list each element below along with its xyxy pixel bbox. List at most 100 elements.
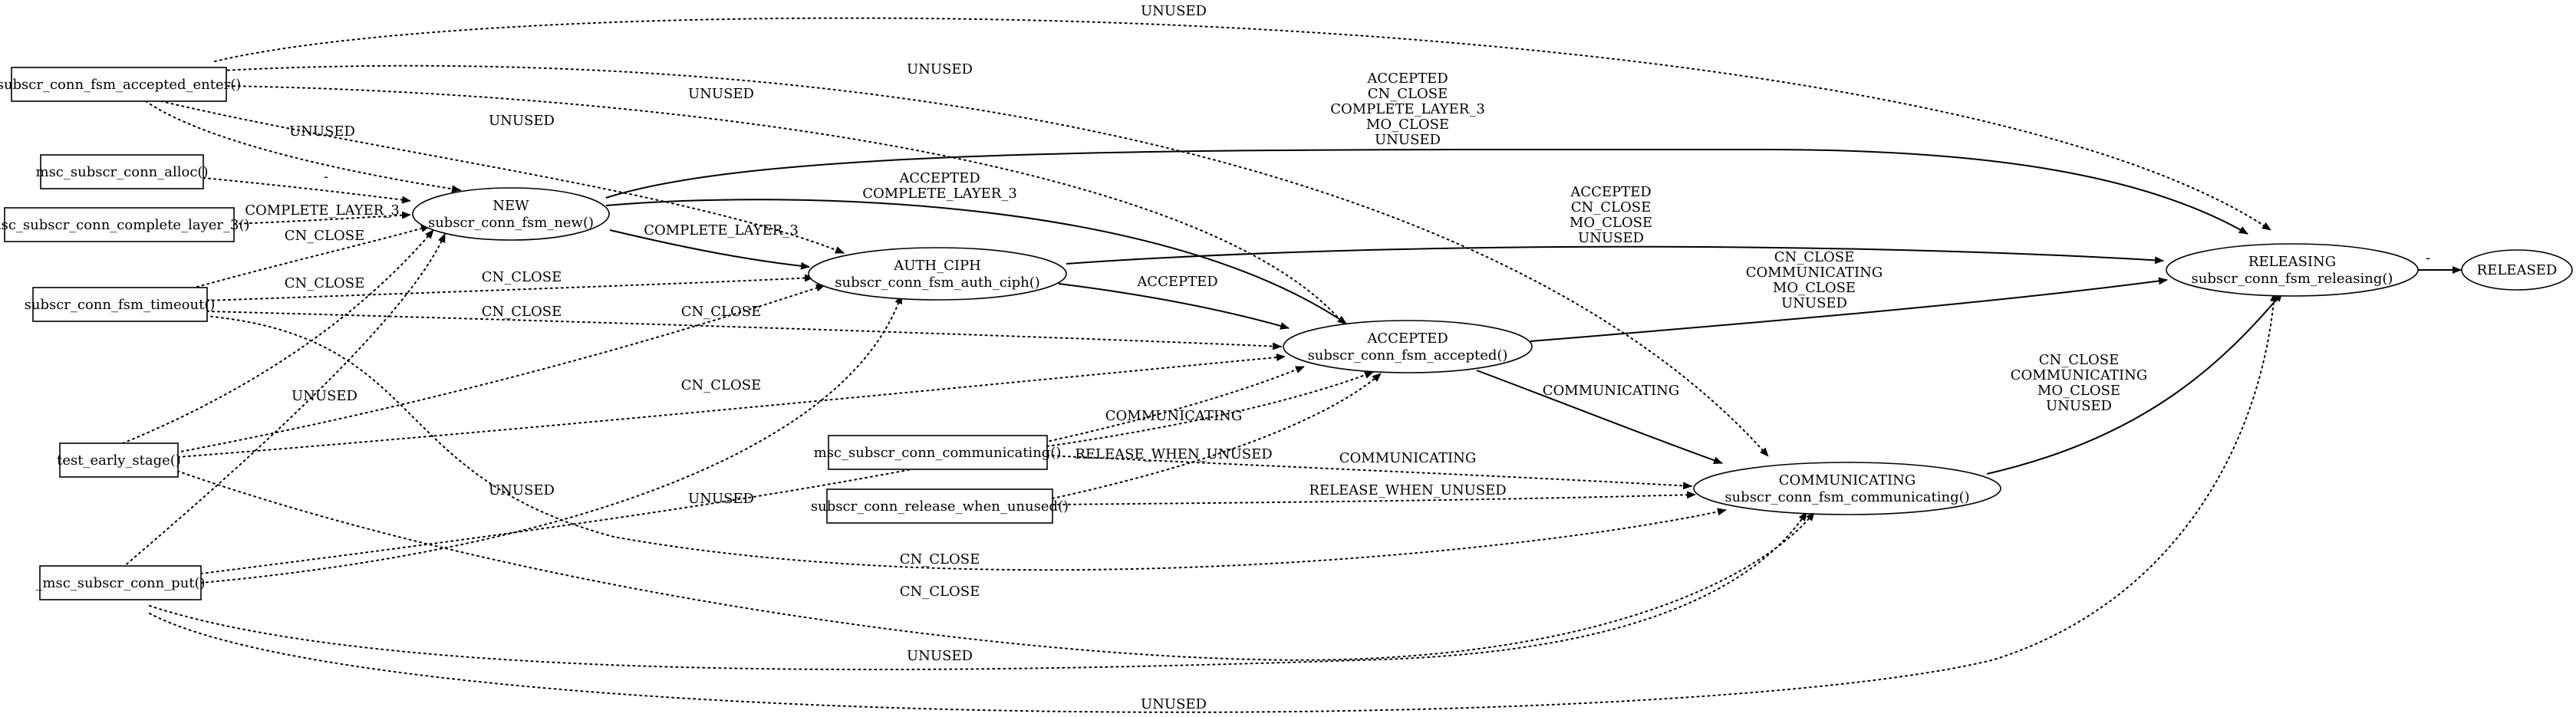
edge-label-releasing-released: -: [2426, 250, 2430, 266]
node-conn-put-box: [39, 565, 202, 600]
edge-label-accepted-releasing-2: MO_CLOSE: [1773, 280, 1856, 296]
edge-enter-auth: [160, 100, 845, 254]
edge-label-auth-releasing-0: ACCEPTED: [1570, 184, 1651, 200]
edge-accepted-releasing: [1530, 277, 2168, 342]
edge-enter-accepted: [222, 85, 1355, 338]
edge-put-accepted: [200, 366, 1305, 574]
node-conn-put-label: _msc_subscr_conn_put(): [35, 575, 205, 591]
edge-label-auth-releasing-3: UNUSED: [1578, 230, 1644, 246]
edge-label-enter-accepted: UNUSED: [688, 86, 754, 102]
state-auth-ciph-name: AUTH_CIPH: [893, 258, 981, 274]
state-releasing-name: RELEASING: [2248, 254, 2336, 270]
edge-timeout-communicating: [205, 315, 1727, 571]
node-timeout-label: subscr_conn_fsm_timeout(): [25, 297, 216, 313]
edge-release-fn-accepted: [1052, 373, 1382, 499]
edge-early-communicating: [172, 469, 1815, 661]
edge-new-auth: [609, 229, 810, 270]
state-auth-ciph-fn: subscr_conn_fsm_auth_ciph(): [835, 275, 1040, 291]
edge-timeout-auth: [206, 274, 814, 301]
edge-label-early-communicating: CN_CLOSE: [900, 584, 980, 600]
state-communicating-fn: subscr_conn_fsm_communicating(): [1724, 489, 1969, 505]
edge-alloc-new: [203, 177, 411, 204]
edge-label-enter-releasing: UNUSED: [1141, 3, 1207, 19]
edge-label-enter-communicating: UNUSED: [907, 61, 973, 77]
edge-label-new-accepted-0: ACCEPTED: [898, 170, 980, 186]
edge-label-accepted-communicating: COMMUNICATING: [1543, 383, 1679, 399]
state-releasing-fn: subscr_conn_fsm_releasing(): [2192, 271, 2393, 287]
edge-label-timeout-auth: CN_CLOSE: [482, 269, 562, 285]
edge-auth-releasing: [1066, 245, 2164, 265]
edge-label-alloc-new: -: [324, 169, 328, 185]
edge-label-release-fn-communicating: RELEASE_WHEN_UNUSED: [1309, 482, 1506, 498]
edge-comm-fn-accepted: [1046, 371, 1374, 447]
edge-put-auth: [200, 294, 903, 584]
edge-label-auth-accepted: ACCEPTED: [1136, 274, 1217, 290]
node-test-early-stage-box: [59, 442, 179, 478]
edge-label-new-releasing-0: ACCEPTED: [1366, 71, 1448, 87]
state-communicating: [1693, 462, 2001, 515]
edge-label-new-releasing-3: MO_CLOSE: [1366, 117, 1449, 133]
edge-auth-accepted: [1058, 283, 1290, 330]
edge-label-new-auth: COMPLETE_LAYER_3: [644, 222, 799, 238]
state-accepted-name: ACCEPTED: [1366, 331, 1448, 347]
state-accepted-fn: subscr_conn_fsm_accepted(): [1308, 347, 1508, 363]
state-new-name: NEW: [492, 198, 529, 214]
state-communicating-name: COMMUNICATING: [1779, 472, 1916, 488]
node-complete-layer-3-box: [4, 207, 235, 242]
edge-label-enter-auth: UNUSED: [489, 113, 555, 129]
edge-early-new: [122, 229, 434, 444]
edge-label-complete-new: COMPLETE_LAYER_3: [245, 202, 400, 219]
edge-label-timeout-communicating: CN_CLOSE: [900, 551, 980, 567]
edge-label-auth-releasing-2: MO_CLOSE: [1570, 215, 1652, 231]
state-auth-ciph: [808, 247, 1067, 301]
node-alloc-label: msc_subscr_conn_alloc(): [36, 164, 209, 180]
state-released-name: RELEASED: [2477, 262, 2558, 278]
node-communicating-fn-box: [828, 435, 1048, 470]
edge-label-accepted-releasing-1: COMMUNICATING: [1746, 265, 1883, 281]
edge-label-communicating-releasing-2: MO_CLOSE: [2037, 383, 2120, 399]
state-new: [412, 187, 610, 241]
edge-early-accepted: [177, 354, 1286, 458]
edge-label-release-fn-accepted: RELEASE_WHEN_UNUSED: [1075, 446, 1272, 462]
edge-label-new-releasing-2: COMPLETE_LAYER_3: [1330, 101, 1485, 117]
node-complete-layer-3-label: msc_subscr_conn_complete_layer_3(): [0, 217, 249, 233]
node-accepted-enter-label: subscr_conn_fsm_accepted_enter(): [0, 77, 241, 93]
edge-communicating-releasing: [1986, 292, 2283, 475]
edge-label-communicating-releasing-1: COMMUNICATING: [2011, 367, 2147, 383]
edge-label-enter-new: UNUSED: [289, 123, 355, 140]
edge-enter-communicating: [222, 64, 1769, 457]
edge-new-accepted: [605, 199, 1347, 324]
edge-timeout-new: [191, 225, 430, 289]
edge-label-put-releasing: UNUSED: [1141, 696, 1207, 712]
edge-put-releasing: [149, 292, 2278, 713]
edge-label-new-releasing-4: UNUSED: [1375, 132, 1441, 148]
edge-label-auth-releasing-1: CN_CLOSE: [1571, 199, 1651, 215]
edge-label-timeout-new: CN_CLOSE: [285, 228, 364, 244]
node-release-when-unused-box: [826, 488, 1053, 524]
node-alloc-box: [40, 154, 204, 189]
edge-label-communicating-releasing-3: UNUSED: [2046, 398, 2112, 414]
edge-early-auth: [176, 284, 825, 453]
edge-complete-new: [233, 211, 411, 225]
edge-timeout-accepted: [206, 311, 1282, 350]
edge-put-new: [122, 233, 446, 568]
edge-label-new-releasing-1: CN_CLOSE: [1368, 86, 1448, 102]
edge-label-early-accepted: CN_CLOSE: [681, 377, 761, 393]
edge-label-accepted-releasing-3: UNUSED: [1781, 295, 1847, 311]
node-test-early-stage-label: test_early_stage(): [57, 452, 181, 469]
state-new-fn: subscr_conn_fsm_new(): [428, 215, 594, 231]
edge-label-put-communicating: UNUSED: [907, 648, 973, 664]
edge-label-early-auth: CN_CLOSE: [681, 304, 761, 320]
edge-label-accepted-releasing-0: CN_CLOSE: [1774, 249, 1854, 265]
edge-label-put-auth: UNUSED: [489, 482, 555, 498]
edge-label-communicating-releasing-0: CN_CLOSE: [2039, 352, 2119, 368]
node-timeout-box: [32, 287, 208, 322]
node-release-when-unused-label: subscr_conn_release_when_unused(): [811, 498, 1069, 515]
edge-put-communicating: [149, 511, 1807, 671]
edge-label-timeout-accepted: CN_CLOSE: [482, 304, 562, 320]
edge-label-comm-fn-communicating: COMMUNICATING: [1339, 450, 1476, 466]
edge-label-new-accepted-1: COMPLETE_LAYER_3: [862, 186, 1017, 202]
edge-label-put-new: UNUSED: [292, 388, 357, 404]
edge-label-put-accepted: UNUSED: [688, 491, 754, 507]
edge-label-comm-fn-accepted: COMMUNICATING: [1105, 408, 1242, 424]
